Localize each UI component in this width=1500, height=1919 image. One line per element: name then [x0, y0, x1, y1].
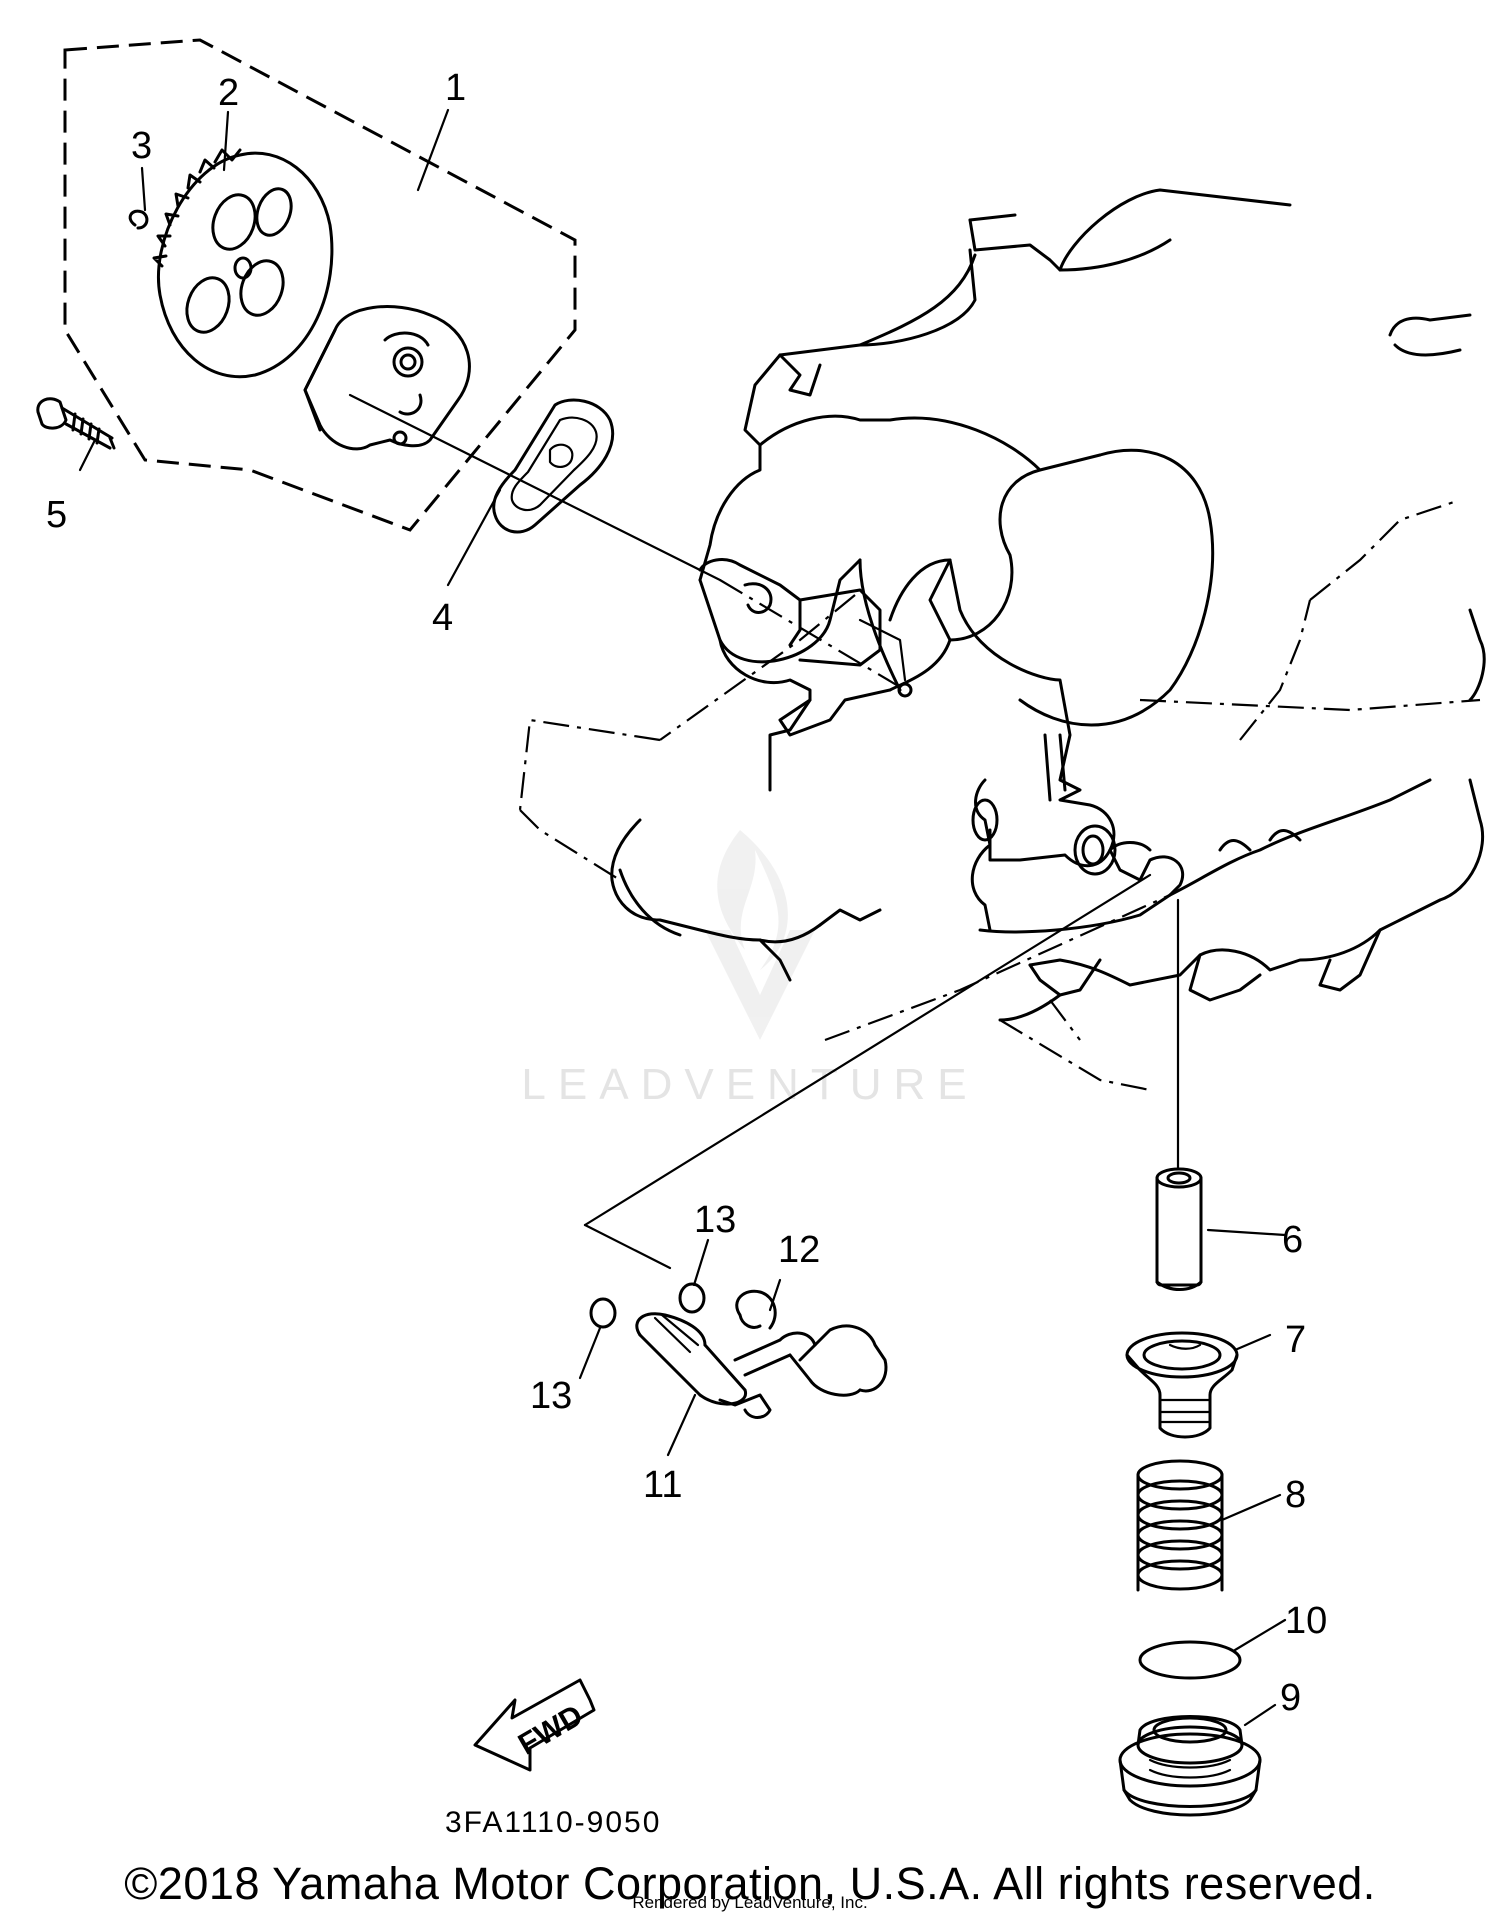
callout-13-upper: 13: [694, 1199, 736, 1241]
rendered-by-notice: Rendered by LeadVenture, Inc.: [632, 1893, 868, 1912]
watermark-text: LEADVENTURE: [521, 1060, 979, 1109]
oil-pipe: [1155, 898, 1203, 1291]
oil-pump-body: [303, 305, 471, 451]
relief-valve-shaft: [635, 1312, 888, 1419]
callout-11: 11: [643, 1464, 682, 1506]
fwd-arrow-icon: FWD: [473, 1678, 596, 1772]
callout-1: 1: [445, 67, 466, 109]
oil-pump-assembly-group: [63, 38, 577, 532]
callout-labels: 1 2 3 4 5 6 7 8 9 10 11 12 13 13: [46, 67, 1327, 1719]
circlip: [735, 1289, 777, 1330]
callout-10: 10: [1285, 1600, 1327, 1642]
callout-12: 12: [778, 1229, 820, 1271]
relief-valve-cap: [1125, 1331, 1239, 1439]
callout-9: 9: [1280, 1677, 1301, 1719]
callout-6: 6: [1282, 1219, 1303, 1261]
bolt: [36, 397, 116, 450]
o-ring-small-upper: [678, 1282, 706, 1314]
circlip-small: [128, 209, 149, 230]
assembly-lines: [518, 498, 1481, 1092]
copyright-notice: ©2018 Yamaha Motor Corporation, U.S.A. A…: [124, 1858, 1376, 1909]
gasket: [492, 398, 615, 534]
relief-spring: [1136, 1459, 1224, 1592]
callout-2: 2: [218, 72, 239, 114]
leader-lines: [78, 108, 1287, 1727]
callout-8: 8: [1285, 1474, 1306, 1516]
callout-13-lower: 13: [530, 1375, 572, 1417]
callout-3: 3: [131, 125, 152, 167]
drain-plug: [1118, 1715, 1262, 1817]
assembly-leader-line: [348, 393, 722, 582]
callout-5: 5: [46, 494, 67, 536]
oil-pump-gear: [152, 148, 334, 379]
watermark-logo: [705, 830, 815, 1040]
o-ring-small-lower: [589, 1297, 617, 1329]
callout-4: 4: [432, 597, 453, 639]
callout-7: 7: [1285, 1319, 1306, 1361]
relief-valve-leader: [583, 873, 1152, 1270]
crankcase-pump-mount: [698, 558, 1152, 852]
crankcase-outline: [610, 188, 1486, 1022]
drawing-code: 3FA1110-9050: [445, 1806, 661, 1839]
o-ring-large: [1138, 1640, 1242, 1680]
